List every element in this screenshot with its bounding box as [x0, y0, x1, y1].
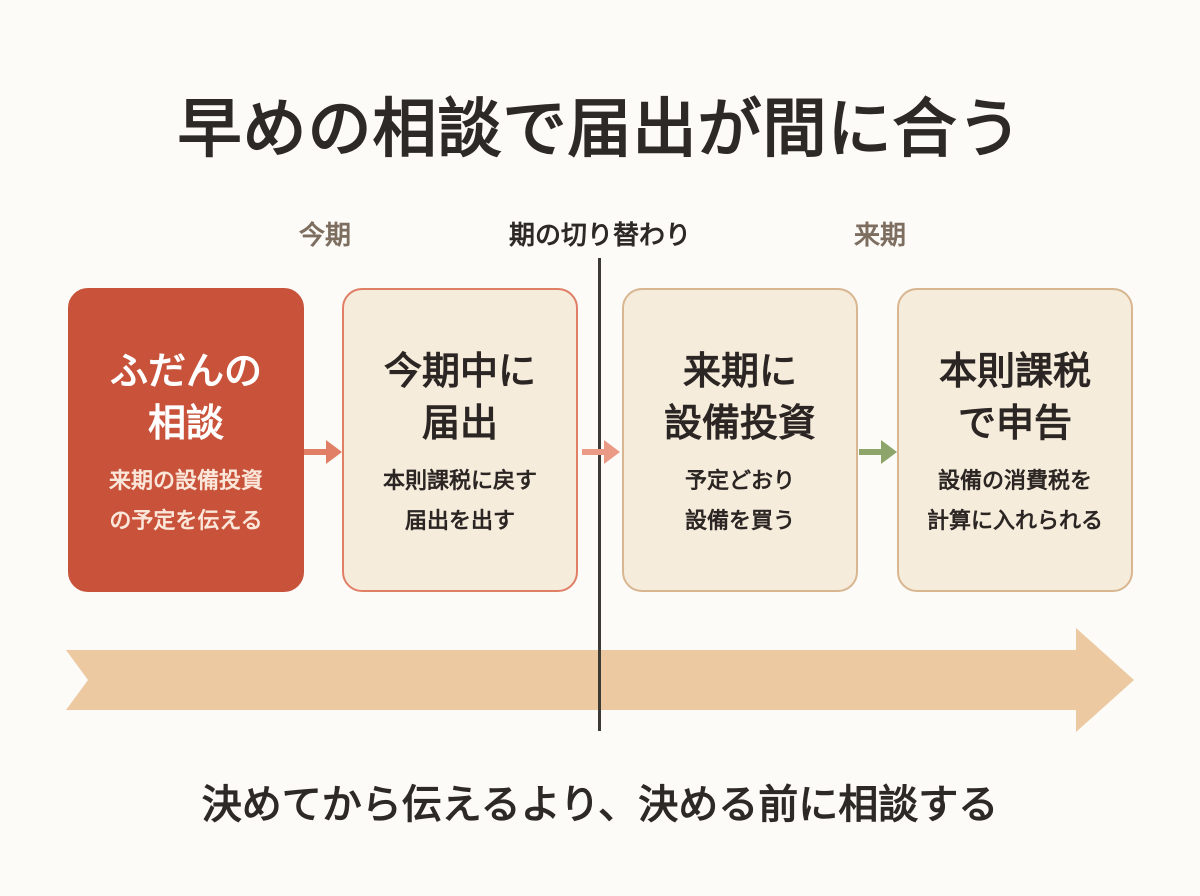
step-description: 来期の設備投資 の予定を伝える [70, 462, 302, 542]
this-term-label: 今期 [298, 221, 351, 251]
step-card-investment: 来期に 設備投資 予定どおり 設備を買う [622, 288, 864, 600]
step-card-consult: ふだんの 相談 来期の設備投資 の予定を伝える [68, 288, 310, 600]
step-desc-line: 来期の設備投資 [108, 469, 263, 494]
step-title-line: 相談 [147, 401, 224, 445]
page-title: 早めの相談で届出が間に合う [177, 93, 1023, 167]
term-switch-label: 期の切り替わり [508, 221, 691, 251]
step-desc-line: 本則課税に戻す [382, 469, 537, 494]
step-title: ふだんの 相談 [70, 345, 302, 449]
step-title-line: 今期中に [383, 349, 536, 393]
step-title-line: 来期に [682, 349, 797, 393]
arrow-right-icon [859, 440, 897, 464]
next-term-label: 来期 [853, 221, 906, 251]
step-description: 予定どおり 設備を買う [624, 462, 856, 542]
step-title: 本則課税 で申告 [899, 345, 1131, 449]
term-divider-line [598, 258, 601, 731]
arrow-right-icon [304, 440, 342, 464]
step-desc-line: 予定どおり [684, 469, 795, 494]
timeline-arrow [66, 628, 1134, 732]
footer-message: 決めてから伝えるより、決める前に相談する [201, 782, 999, 828]
step-card-filing: 今期中に 届出 本則課税に戻す 届出を出す [342, 288, 584, 600]
step-desc-line: 設備の消費税を [937, 469, 1092, 494]
arrow-right-icon [582, 440, 620, 464]
step-title-line: 本則課税 [938, 349, 1091, 393]
step-card-tax-return: 本則課税 で申告 設備の消費税を 計算に入れられる [897, 288, 1139, 600]
step-title: 来期に 設備投資 [624, 345, 856, 449]
step-title-line: 届出 [421, 401, 498, 445]
step-description: 本則課税に戻す 届出を出す [344, 462, 576, 542]
step-desc-line: の予定を伝える [109, 509, 263, 534]
step-title: 今期中に 届出 [344, 345, 576, 449]
step-desc-line: 届出を出す [404, 509, 515, 534]
step-title-line: ふだんの [109, 349, 262, 393]
step-title-line: 設備投資 [663, 401, 816, 445]
step-desc-line: 設備を買う [684, 509, 795, 534]
step-description: 設備の消費税を 計算に入れられる [899, 462, 1131, 542]
step-title-line: で申告 [957, 401, 1072, 445]
step-desc-line: 計算に入れられる [926, 509, 1103, 534]
